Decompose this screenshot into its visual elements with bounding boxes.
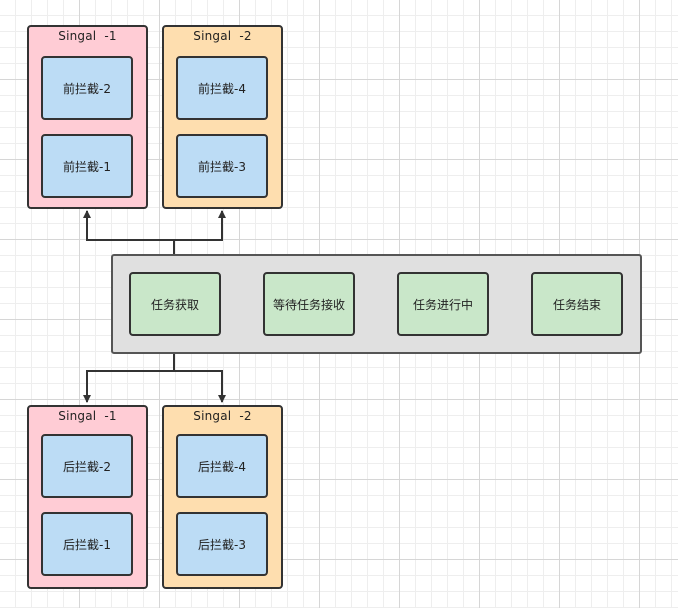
task-node-fetch: 任务获取	[129, 272, 221, 336]
interceptor-node: 前拦截-4	[176, 56, 268, 120]
group-title: Singal -2	[193, 29, 252, 43]
task-node-finished: 任务结束	[531, 272, 623, 336]
group-title: Singal -1	[58, 409, 117, 423]
top-group-singal-2: Singal -2 前拦截-4 前拦截-3	[162, 25, 283, 209]
interceptor-node: 后拦截-1	[41, 512, 133, 576]
top-group-singal-1: Singal -1 前拦截-2 前拦截-1	[27, 25, 148, 209]
task-node-waiting: 等待任务接收	[263, 272, 355, 336]
interceptor-node: 前拦截-1	[41, 134, 133, 198]
interceptor-node: 前拦截-2	[41, 56, 133, 120]
bottom-group-singal-2: Singal -2 后拦截-4 后拦截-3	[162, 405, 283, 589]
interceptor-node: 前拦截-3	[176, 134, 268, 198]
group-title: Singal -1	[58, 29, 117, 43]
interceptor-node: 后拦截-2	[41, 434, 133, 498]
task-panel: 任务获取 等待任务接收 任务进行中 任务结束	[111, 254, 642, 354]
group-title: Singal -2	[193, 409, 252, 423]
connector-to-bottom-group-2	[174, 370, 226, 403]
interceptor-node: 后拦截-4	[176, 434, 268, 498]
interceptor-node: 后拦截-3	[176, 512, 268, 576]
bottom-group-singal-1: Singal -1 后拦截-2 后拦截-1	[27, 405, 148, 589]
connector-to-top-group-2	[174, 210, 226, 241]
task-node-in-progress: 任务进行中	[397, 272, 489, 336]
